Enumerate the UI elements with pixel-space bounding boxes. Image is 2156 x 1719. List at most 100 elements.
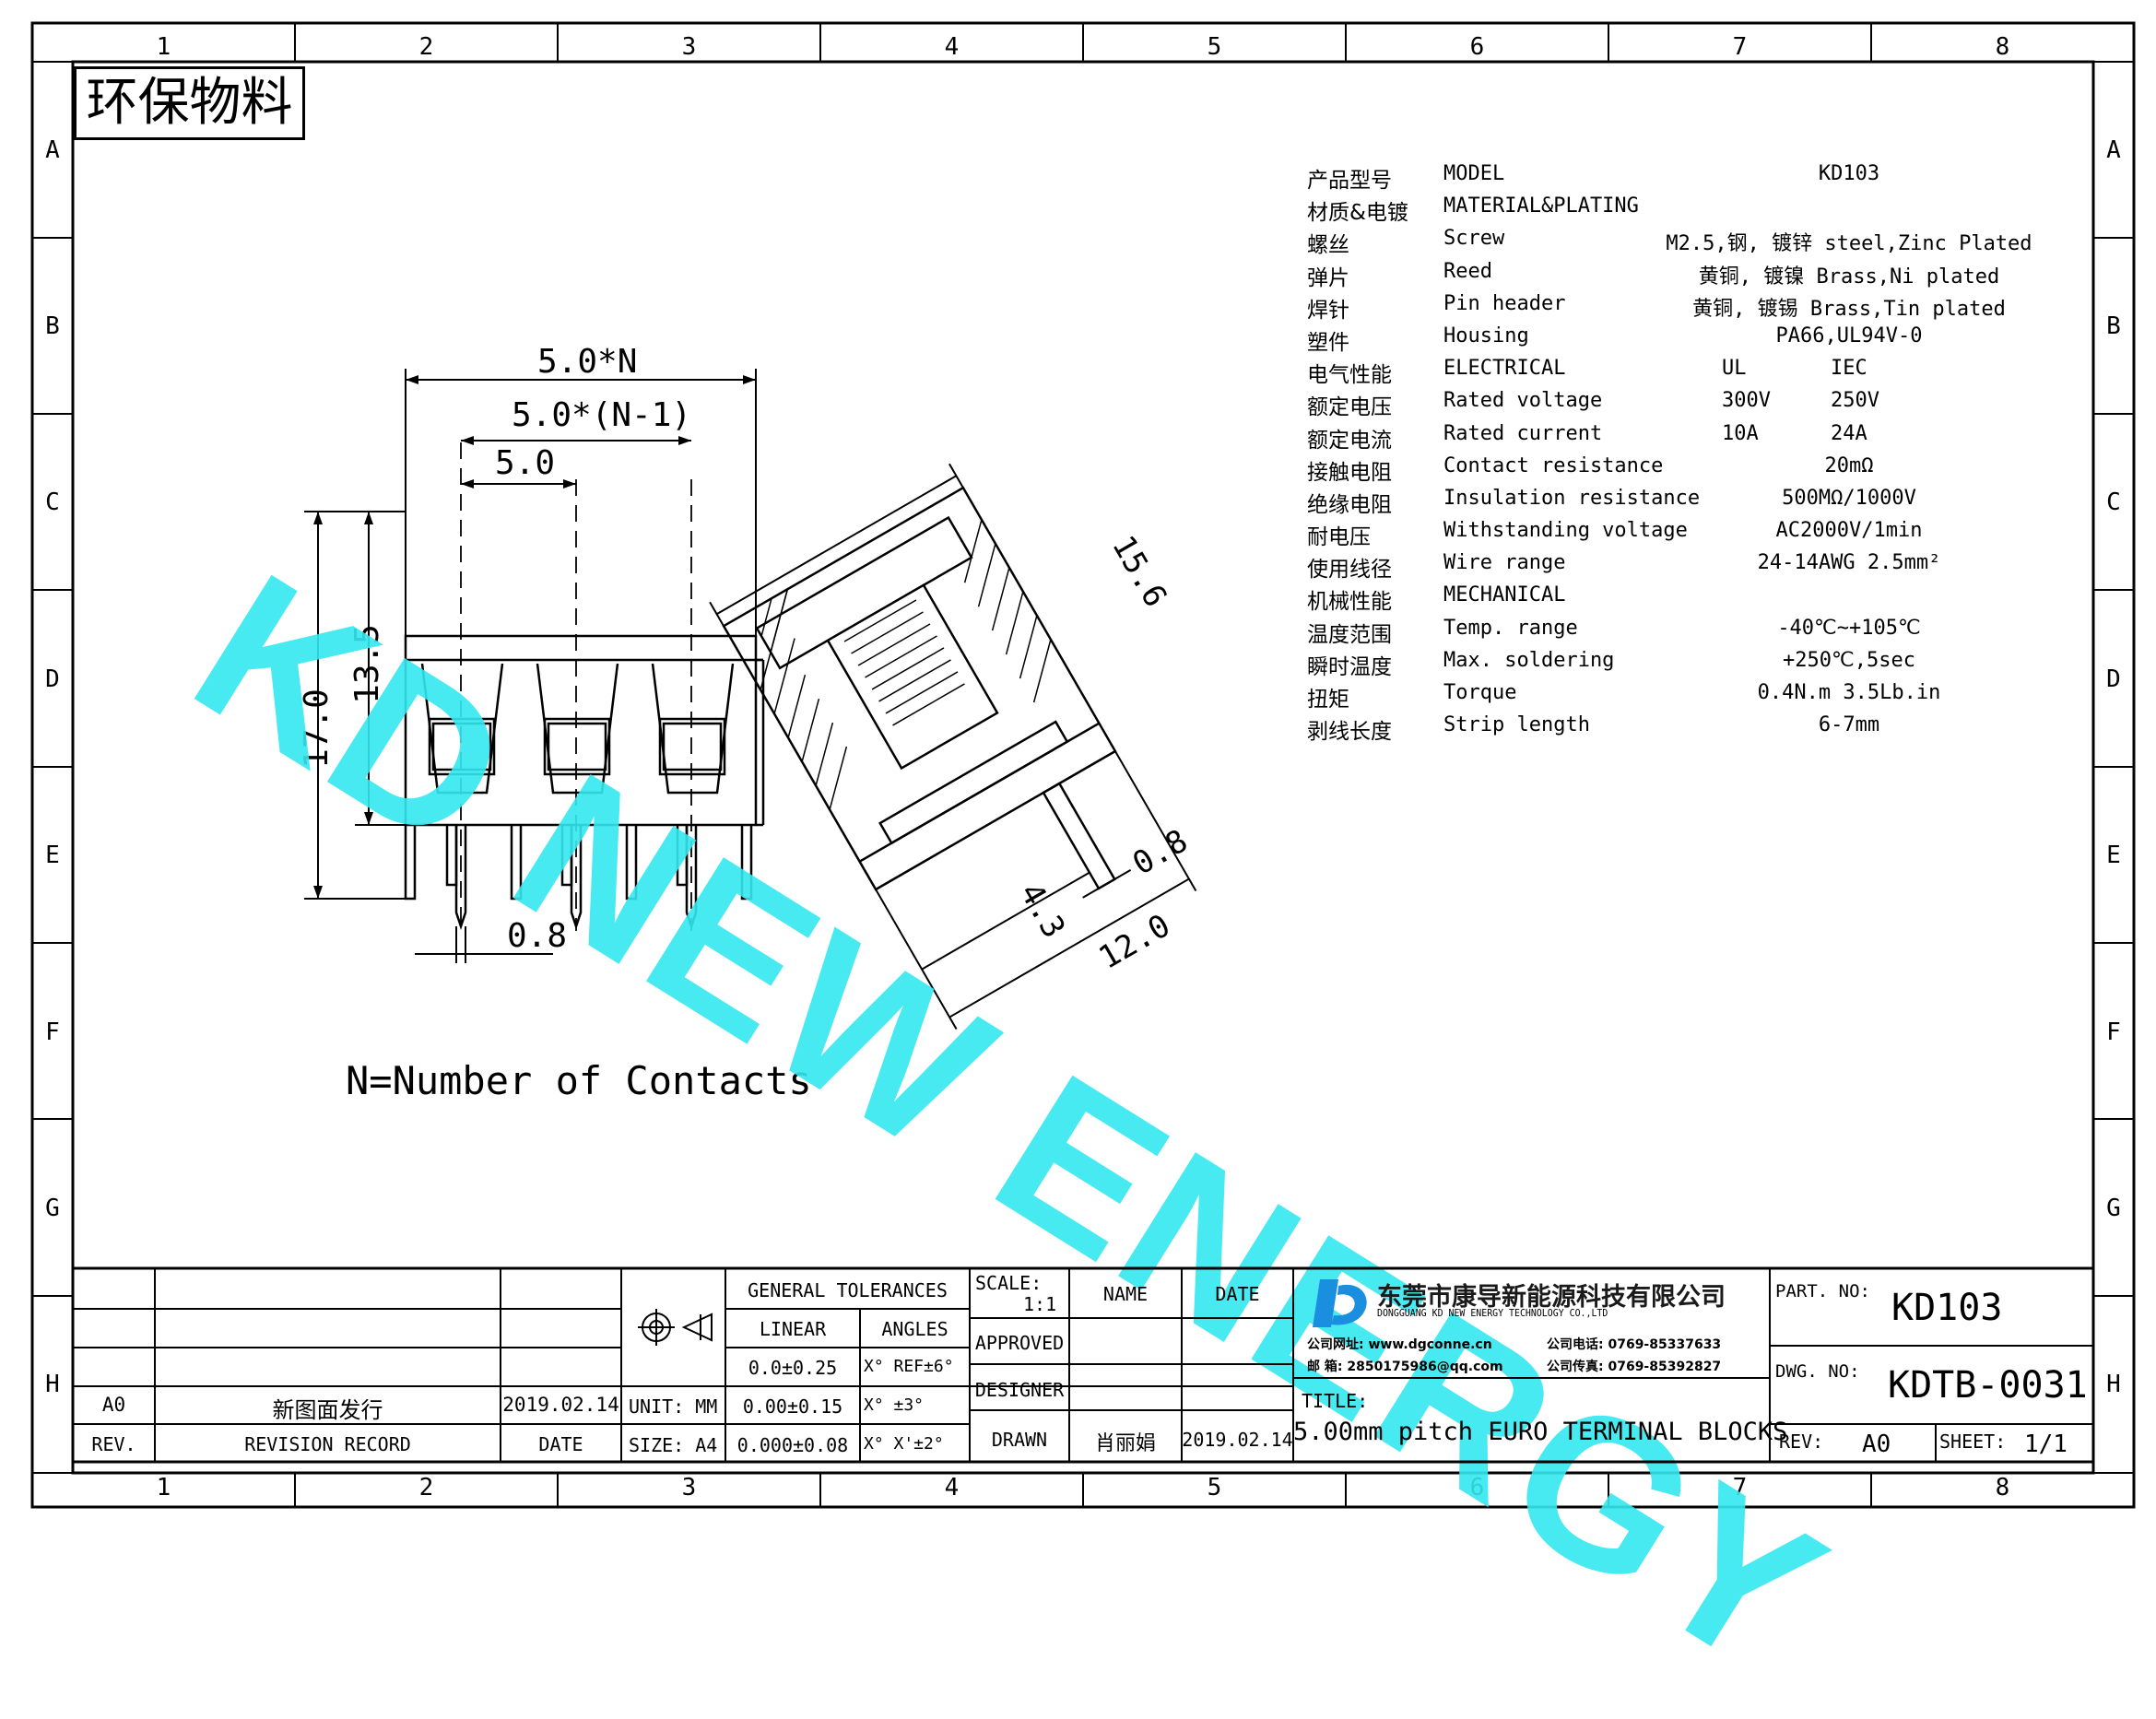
spec-label-cn: 接触电阻 xyxy=(1307,460,1392,485)
spec-label-en: Strip length xyxy=(1443,713,1590,737)
spec-label-en: Reed xyxy=(1443,259,1492,283)
grid-col-label: 1 xyxy=(156,1474,171,1501)
spec-row: 产品型号 MODEL KD103 xyxy=(1307,162,1971,194)
tol-angle-2: X° ±3° xyxy=(864,1395,925,1415)
spec-label-en: MODEL xyxy=(1443,162,1505,185)
part-no-value: KD103 xyxy=(1891,1287,2003,1329)
front-view xyxy=(304,369,765,963)
name-header: NAME xyxy=(1102,1283,1149,1305)
side-view xyxy=(709,463,1197,1030)
spec-value: 10A xyxy=(1722,421,1759,445)
spec-value: KD103 xyxy=(1818,162,1880,185)
grid-col-label: 4 xyxy=(944,33,960,61)
grid-col-label: 5 xyxy=(1207,1474,1222,1501)
grid-col-label: 8 xyxy=(1995,1474,2010,1501)
spec-value: UL xyxy=(1722,357,1747,381)
tol-angle-3: X° X'±2° xyxy=(864,1434,944,1454)
grid-row-label: A xyxy=(45,135,60,164)
rev-value: A0 xyxy=(1862,1431,1891,1458)
spec-label-cn: 额定电压 xyxy=(1307,395,1392,420)
rev-row-record: 新图面发行 xyxy=(272,1397,383,1423)
spec-label-cn: 螺丝 xyxy=(1307,233,1349,258)
grid-row-label: G xyxy=(45,1194,60,1222)
title-block-lines xyxy=(71,1266,2095,1464)
spec-label-en: Torque xyxy=(1443,681,1517,704)
spec-label-cn: 焊针 xyxy=(1307,298,1349,323)
grid-col-label: 5 xyxy=(1207,33,1222,61)
company-logo xyxy=(1313,1279,1367,1327)
angles-header: ANGLES xyxy=(881,1318,948,1340)
dim-pitch-n-minus-1: 5.0*(N-1) xyxy=(512,396,692,434)
spec-label-en: Rated current xyxy=(1443,421,1603,445)
contacts-note: N=Number of Contacts xyxy=(346,1058,812,1103)
spec-value: 黄铜, 镀镍 Brass,Ni plated xyxy=(1698,265,2000,288)
spec-value-iec: 250V xyxy=(1831,389,1879,413)
grid-row-label: A xyxy=(2106,135,2121,164)
grid-row-label: E xyxy=(2106,842,2121,870)
spec-label-en: Contact resistance xyxy=(1443,453,1664,477)
spec-value: +250℃,5sec xyxy=(1783,648,1915,672)
spec-label-en: Wire range xyxy=(1443,551,1566,575)
spec-label-cn: 电气性能 xyxy=(1307,363,1392,388)
grid-row-label: F xyxy=(45,1018,60,1046)
spec-label-cn: 剥线长度 xyxy=(1307,720,1392,745)
grid-col-label: 4 xyxy=(944,1474,960,1501)
spec-label-en: Pin header xyxy=(1443,291,1566,315)
spec-value: M2.5,钢, 镀锌 steel,Zinc Plated xyxy=(1666,232,2032,256)
grid-row-label: E xyxy=(45,842,60,870)
grid-row-label: B xyxy=(2106,312,2121,341)
spec-label-en: Rated voltage xyxy=(1443,389,1603,413)
grid-row-label: D xyxy=(2106,665,2121,693)
drawing-frame xyxy=(30,21,2136,1509)
grid-col-label: 6 xyxy=(1469,1474,1485,1501)
grid-row-label: F xyxy=(2106,1018,2121,1046)
spec-label-en: Max. soldering xyxy=(1443,648,1615,672)
grid-col-label: 2 xyxy=(418,33,434,61)
spec-value-iec: IEC xyxy=(1831,357,1867,381)
linear-header: LINEAR xyxy=(759,1318,827,1340)
spec-value: 500MΩ/1000V xyxy=(1782,486,1916,510)
rev-header-date: DATE xyxy=(538,1433,583,1455)
tol-linear-1: 0.0±0.25 xyxy=(748,1357,838,1379)
drawn-label: DRAWN xyxy=(991,1429,1048,1451)
spec-label-cn: 温度范围 xyxy=(1307,622,1392,647)
grid-rows-left: A B C D E F G H xyxy=(32,62,73,1473)
grid-row-label: H xyxy=(2106,1371,2121,1399)
spec-label-en: MATERIAL&PLATING xyxy=(1443,194,1639,218)
spec-value: 20mΩ xyxy=(1824,453,1874,477)
spec-value: 300V xyxy=(1722,389,1771,413)
grid-col-label: 3 xyxy=(681,1474,697,1501)
grid-col-label: 7 xyxy=(1732,33,1748,61)
grid-rows-right: A B C D E F G H xyxy=(2093,62,2134,1473)
company-fax: 公司传真: 0769-85392827 xyxy=(1547,1360,1722,1374)
tol-linear-2: 0.00±0.15 xyxy=(742,1395,843,1418)
size-label: SIZE: A4 xyxy=(629,1434,718,1456)
spec-label-en: Insulation resistance xyxy=(1443,486,1701,510)
company-web: 公司网址: www.dgconne.cn xyxy=(1307,1337,1492,1352)
spec-label-cn: 材质&电镀 xyxy=(1307,201,1408,226)
spec-label-cn: 产品型号 xyxy=(1307,169,1392,193)
scale-value: 1:1 xyxy=(1023,1293,1057,1315)
spec-label-en: MECHANICAL xyxy=(1443,583,1566,607)
sheet-label: SHEET: xyxy=(1939,1431,2007,1453)
dwg-no-value: KDTB-0031 xyxy=(1888,1364,2088,1407)
dwg-no-label: DWG. NO: xyxy=(1775,1361,1860,1382)
spec-label-en: Housing xyxy=(1443,324,1529,347)
spec-value: -40℃~+105℃ xyxy=(1777,616,1921,640)
sheet-value: 1/1 xyxy=(2024,1431,2068,1458)
spec-value: 黄铜, 镀锡 Brass,Tin plated xyxy=(1692,297,2006,321)
grid-row-label: H xyxy=(45,1371,60,1399)
spec-label-cn: 使用线径 xyxy=(1307,558,1392,583)
grid-col-label: 1 xyxy=(156,33,171,61)
grid-row-label: B xyxy=(45,312,60,341)
spec-label-en: Withstanding voltage xyxy=(1443,519,1688,543)
